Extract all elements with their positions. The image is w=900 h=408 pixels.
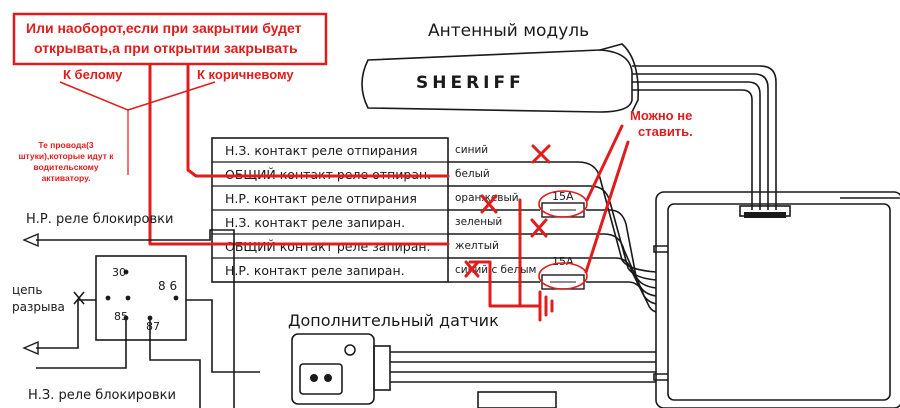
row-3-label: Н.Р. контакт реле отпирания <box>225 191 417 206</box>
extra-sensor-title: Дополнительный датчик <box>288 311 499 330</box>
row-3-wire: оранжевый <box>455 192 519 204</box>
note-wires-line-2: штуки),которые идут к <box>18 151 114 161</box>
fuse-bottom: 15A <box>538 255 588 290</box>
extra-sensor-cable <box>390 351 656 383</box>
callout-leader-brown <box>127 81 216 111</box>
brand-sheriff: SHERIFF <box>416 73 525 93</box>
antenna-module-title: Антенный модуль <box>428 21 589 41</box>
note-wires-line-1: Те провода(3 <box>38 140 94 150</box>
break-circuit-line-2: разрыва <box>12 300 65 314</box>
fuse-top: 15A <box>538 190 588 218</box>
label-to-brown: К коричневому <box>197 67 294 82</box>
pin-85: 85 <box>114 310 128 323</box>
pin-30: 30 <box>112 266 126 279</box>
main-unit <box>653 191 900 408</box>
note-wires-line-3: водительскому <box>33 162 98 172</box>
cross-blue <box>531 144 551 164</box>
arrow-left-bottom <box>22 340 39 356</box>
blocking-relay-wires <box>36 229 260 408</box>
arrow-left-top <box>22 232 39 248</box>
fuse-top-label: 15A <box>552 190 574 203</box>
callout-line-2: открывать,а при открытии закрывать <box>34 40 298 56</box>
note-optional-line-2: ставить. <box>638 124 693 139</box>
antenna-cable <box>632 65 777 210</box>
nz-block-relay-label: Н.З. реле блокировки <box>28 388 176 403</box>
row-5-wire: желтый <box>455 240 499 252</box>
arrow-optional-top <box>585 124 624 202</box>
callout-line-1: Или наоборот,если при закрытии будет <box>26 20 302 36</box>
break-circuit-line-1: цепь <box>12 283 42 297</box>
cross-blue-white <box>464 260 480 278</box>
row-2-wire: белый <box>455 168 490 180</box>
no-connect-marks <box>464 144 551 278</box>
row-6-label: Н.Р. контакт реле запиран. <box>225 263 405 278</box>
note-wires: Те провода(3 штуки),которые идут к водит… <box>18 140 114 183</box>
row-5-label: ОБЩИЙ контакт реле запиран. <box>225 239 431 254</box>
cross-orange <box>480 194 498 214</box>
callout-box <box>12 12 328 66</box>
blocking-relay: 30 8 6 85 87 <box>95 255 187 341</box>
nr-block-relay-label: Н.Р. реле блокировки <box>26 212 173 227</box>
break-mark <box>73 291 85 305</box>
arrow-optional-bottom <box>584 140 630 274</box>
note-wires-line-4: активатору. <box>42 173 91 183</box>
cross-green <box>530 218 548 238</box>
fuse-bottom-label: 15A <box>552 255 574 268</box>
red-wiring-overlay <box>148 64 554 322</box>
relay-wires <box>448 161 657 313</box>
pin-87: 87 <box>146 320 160 333</box>
row-1-wire: синий <box>455 144 488 156</box>
note-optional-line-1: Можно не <box>630 108 692 123</box>
sensor-connector <box>477 391 557 408</box>
label-to-white: К белому <box>63 67 123 82</box>
row-4-wire: зеленый <box>455 216 502 228</box>
row-4-label: Н.З. контакт реле запиран. <box>225 215 405 230</box>
antenna-module-body <box>361 49 633 113</box>
pin-86: 8 6 <box>158 279 177 293</box>
callout-leader-white <box>59 81 129 111</box>
extra-sensor <box>291 333 391 405</box>
row-1-label: Н.З. контакт реле отпирания <box>225 143 417 158</box>
